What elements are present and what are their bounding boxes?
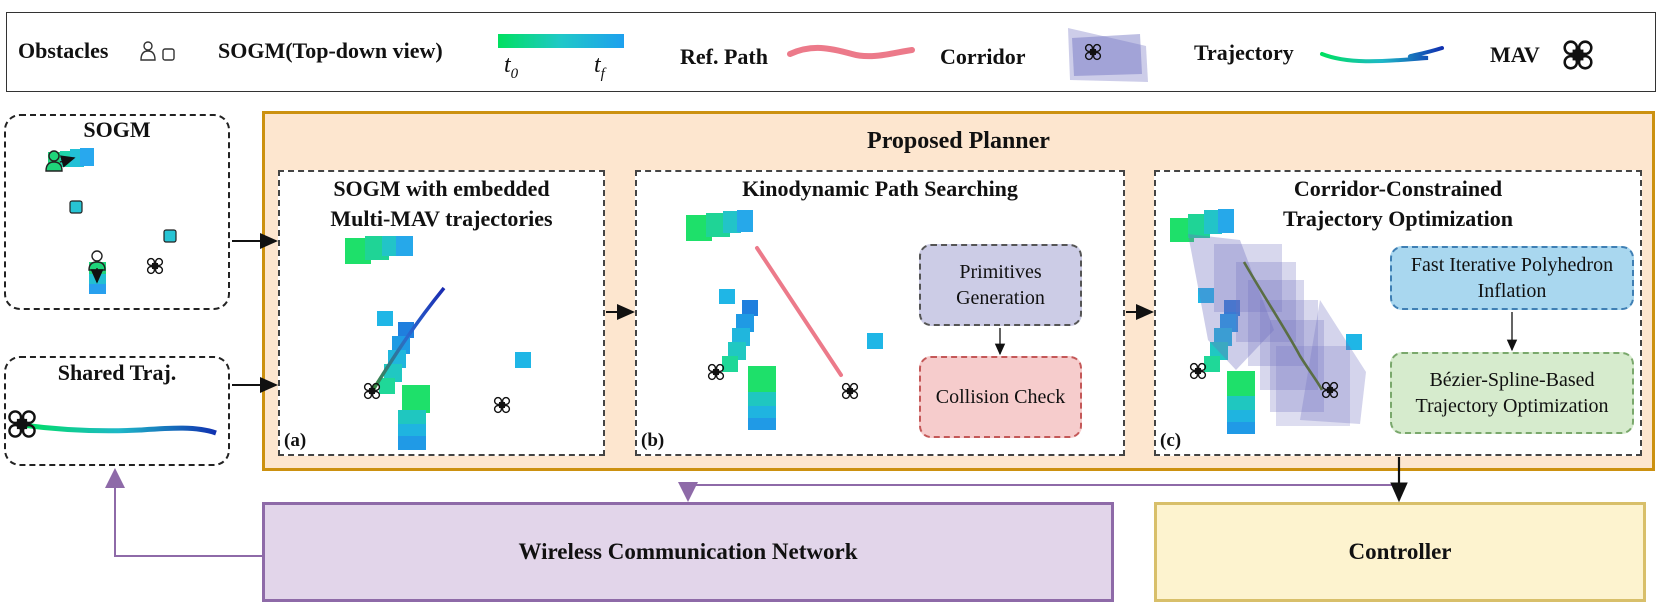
shared-trajectory-curve [21,422,217,436]
obstacle-person-icon-2 [88,250,106,284]
legend-ref-path-label: Ref. Path [680,44,768,69]
wireless-network-box: Wireless Communication Network [262,502,1114,602]
sogm-panel-title: SOGM [83,117,151,142]
trajectory-legend-icon [1320,46,1444,64]
controller-box: Controller [1154,502,1646,602]
polyhedron-inflation-box: Fast Iterative Polyhedron Inflation [1390,246,1634,310]
mav-icon-c1 [1189,362,1207,380]
sogm-panel [4,114,230,310]
legend-obstacles-label: Obstacles [18,38,109,63]
ref-path-b [755,246,843,377]
corridor-polyhedra-c [1188,234,1366,426]
trajectory-a [371,286,446,391]
mav-icon-a2 [493,396,511,414]
trajectory-c [1242,261,1324,391]
mav-icon-b1 [707,363,725,381]
shared-traj-title: Shared Traj. [57,360,177,385]
bezier-optimization-box: Bézier-Spline-Based Trajectory Optimizat… [1390,352,1634,434]
arrow-network-to-shared [105,468,262,557]
legend-t0: t0 [504,52,519,82]
legend-trajectory-label: Trajectory [1194,40,1294,65]
arrow-planner-to-network [678,457,1400,502]
shared-traj-panel [4,356,230,466]
panel-a-label: (a) [284,430,307,451]
mav-icon-b2 [841,382,859,400]
planner-title: Proposed Planner [867,128,1050,154]
corridor-legend-icon [1068,28,1148,82]
obstacle-person-icon [140,41,156,61]
obstacle-person-icon-1 [45,150,76,172]
legend-box [6,12,1656,92]
panel-a [278,170,605,456]
panel-b-title: Kinodynamic Path Searching [742,176,1018,201]
panel-b-label: (b) [641,430,665,451]
ref-path-legend-icon [787,44,915,60]
collision-check-box: Collision Check [919,356,1082,438]
obstacle-box-2 [163,229,177,243]
legend-sogm-label: SOGM(Top-down view) [218,38,443,63]
mav-legend-icon [1563,40,1593,70]
obstacle-box-icon [162,48,175,61]
legend-sogm-gradient [498,34,624,48]
obstacle-box-1 [69,200,83,214]
panel-c-label: (c) [1160,430,1182,451]
legend-corridor-label: Corridor [940,44,1026,69]
primitives-generation-box: Primitives Generation [919,244,1082,326]
mav-icon-sogm [146,257,164,275]
legend-mav-label: MAV [1490,42,1540,67]
legend-tf: tf [594,52,605,82]
